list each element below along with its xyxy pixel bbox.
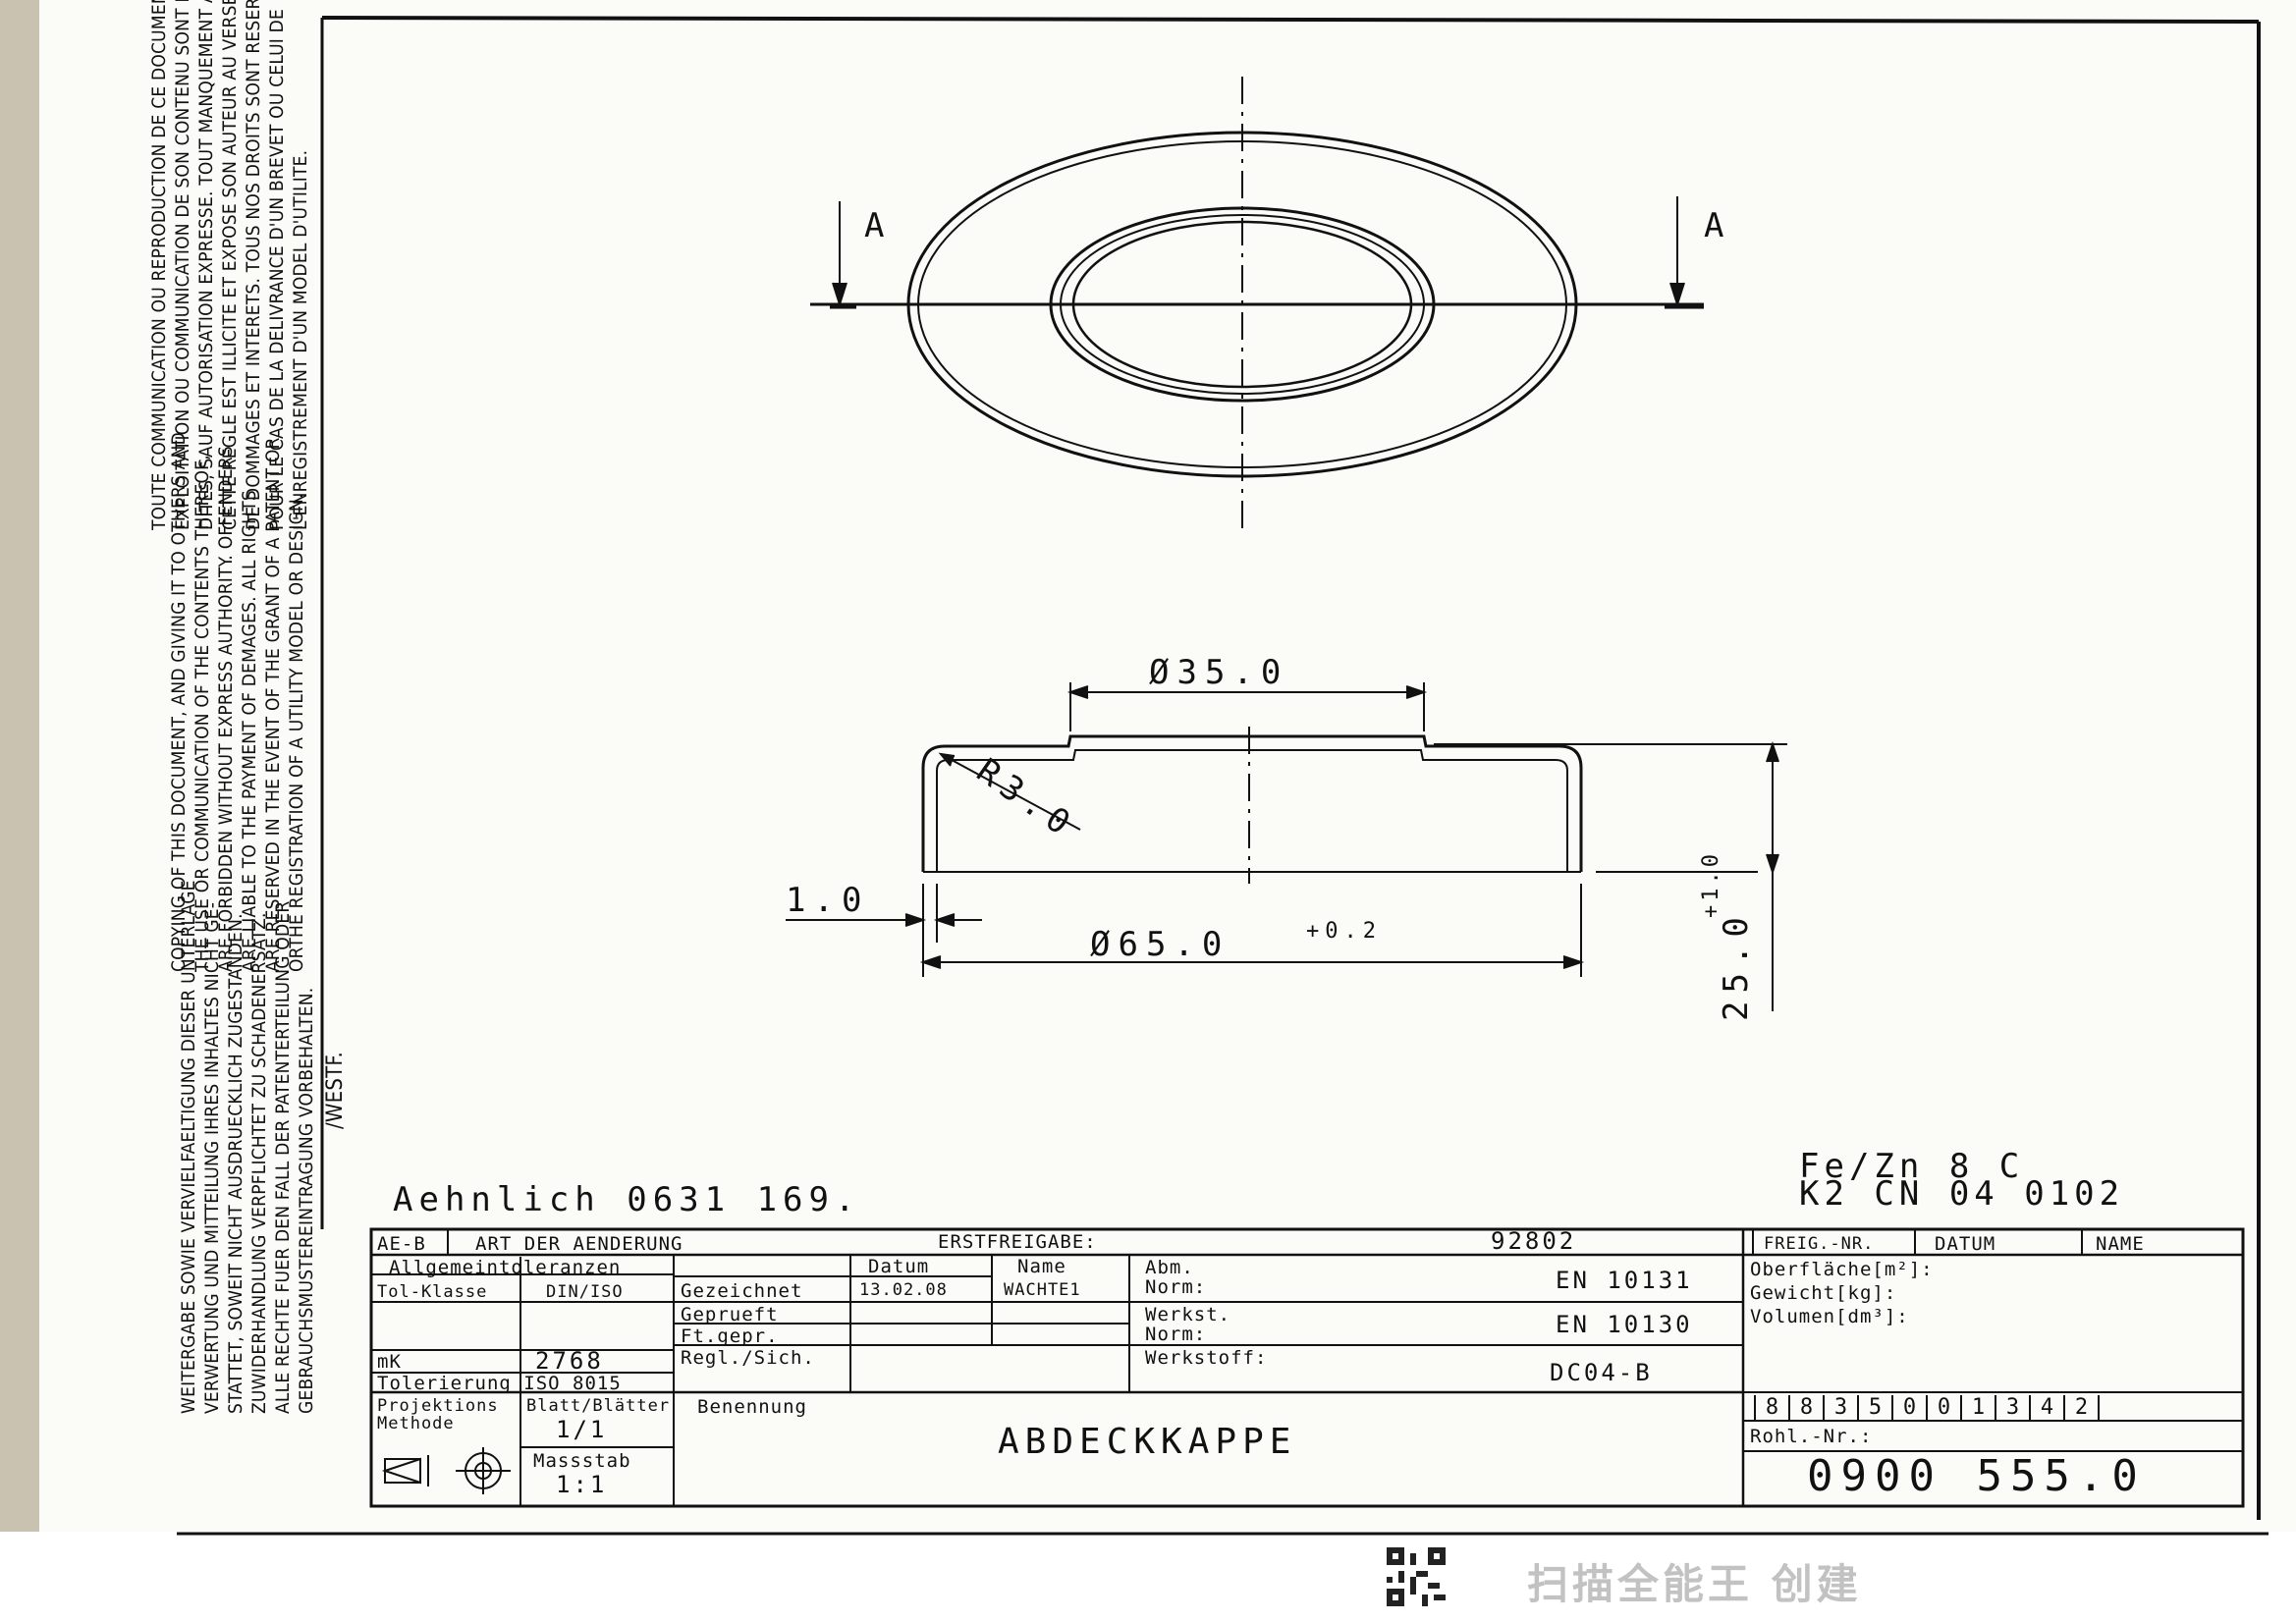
dimension-norm-label-1: Abm.	[1145, 1257, 1194, 1278]
first-release-label: ERSTFREIGABE:	[938, 1231, 1097, 1253]
digit-cell: 8	[1756, 1395, 1790, 1421]
digit-cell: 0	[1928, 1395, 1962, 1421]
top-view	[810, 77, 1704, 530]
part-number: 0900 555.0	[1807, 1451, 2146, 1501]
sheet-value: 1/1	[556, 1416, 608, 1443]
drawn-date: 13.02.08	[859, 1280, 948, 1300]
dim-thickness: 1.0	[786, 881, 870, 920]
material-norm-value: EN 10130	[1556, 1311, 1693, 1338]
designation-label: Benennung	[697, 1396, 807, 1418]
general-tolerances-label: Allgemeintoleranzen	[389, 1257, 622, 1278]
material-label: Werkstoff:	[1145, 1347, 1268, 1369]
scale-label: Massstab	[533, 1450, 631, 1472]
dim-outer-diameter: Ø65.0	[1090, 925, 1230, 964]
checked-label: Geprueft	[681, 1304, 779, 1325]
projection-method-label-1: Projektions	[377, 1396, 499, 1416]
section-view	[786, 682, 1787, 1011]
drawing-sheet	[39, 0, 2296, 1532]
designation-value: ABDECKKAPPE	[998, 1422, 1297, 1462]
drawn-by-label: Gezeichnet	[681, 1280, 803, 1302]
mk-label: mK	[377, 1351, 402, 1373]
production-check-label: Ft.gepr.	[681, 1325, 779, 1347]
projection-method-label-2: Methode	[377, 1414, 455, 1433]
section-marker-left: A	[864, 206, 885, 245]
release-number-header: FREIG.-NR.	[1764, 1234, 1875, 1254]
name-header: NAME	[2096, 1233, 2145, 1255]
note-similar-part: Aehnlich 0631 169.	[393, 1180, 861, 1219]
weight-label: Gewicht[kg]:	[1750, 1282, 1897, 1304]
digit-cell: 4	[2031, 1395, 2065, 1421]
volume-label: Volumen[dm³]:	[1750, 1306, 1909, 1327]
ae-b-label: AE-B	[377, 1233, 426, 1255]
date-column-label: Datum	[868, 1256, 930, 1277]
raw-part-number-label: Rohl.-Nr.:	[1750, 1426, 1873, 1447]
note-coating-line2: K2 CN 04 0102	[1799, 1174, 2125, 1214]
drawn-name: WACHTE1	[1004, 1280, 1081, 1300]
name-column-label: Name	[1017, 1256, 1066, 1277]
dimension-norm-label-2: Norm:	[1145, 1276, 1207, 1298]
regulation-safety-label: Regl./Sich.	[681, 1347, 815, 1369]
change-type-label: ART DER AENDERUNG	[475, 1233, 683, 1255]
note-coating-line1: Fe/Zn 8 C	[1799, 1147, 2025, 1186]
din-iso-label: DIN/ISO	[546, 1282, 624, 1302]
title-block-grid	[369, 1227, 2245, 1508]
scanner-brand-watermark: 扫描全能王 创建	[1527, 1560, 1862, 1608]
digit-cell: 5	[1859, 1395, 1893, 1421]
first-release-number: 92802	[1491, 1227, 1577, 1255]
material-norm-label-2: Norm:	[1145, 1324, 1207, 1345]
tolerance-class-label: Tol-Klasse	[377, 1282, 488, 1302]
digit-cell: 0	[1893, 1395, 1928, 1421]
dim-inner-diameter: Ø35.0	[1149, 653, 1289, 692]
dim-outer-tolerance: +0.2	[1306, 919, 1382, 944]
qr-code-icon	[1387, 1547, 1446, 1606]
digit-row: 8 8 3 5 0 0 1 3 4 2	[1754, 1395, 2100, 1421]
date-header: DATUM	[1935, 1233, 1996, 1255]
material-value: DC04-B	[1550, 1359, 1653, 1386]
dimension-norm-value: EN 10131	[1556, 1267, 1693, 1294]
mk-value: 2768	[535, 1347, 604, 1375]
digit-cell: 2	[2065, 1395, 2100, 1421]
scale-value: 1:1	[556, 1471, 608, 1498]
surface-label: Oberfläche[m²]:	[1750, 1259, 1934, 1280]
digit-cell: 8	[1790, 1395, 1825, 1421]
dim-height: 25.0	[1717, 909, 1756, 1021]
sheet-label: Blatt/Blätter	[526, 1396, 671, 1416]
scan-background-strip	[0, 0, 39, 1532]
digit-cell: 3	[1996, 1395, 2031, 1421]
projection-symbol-icon	[381, 1447, 511, 1494]
material-norm-label-1: Werkst.	[1145, 1304, 1231, 1325]
digit-cell: 3	[1825, 1395, 1859, 1421]
dim-height-tolerance: +1.0	[1699, 850, 1723, 918]
digit-cell: 1	[1962, 1395, 1996, 1421]
tolerancing-label: Tolerierung ISO 8015	[377, 1373, 622, 1394]
section-marker-right: A	[1704, 206, 1724, 245]
